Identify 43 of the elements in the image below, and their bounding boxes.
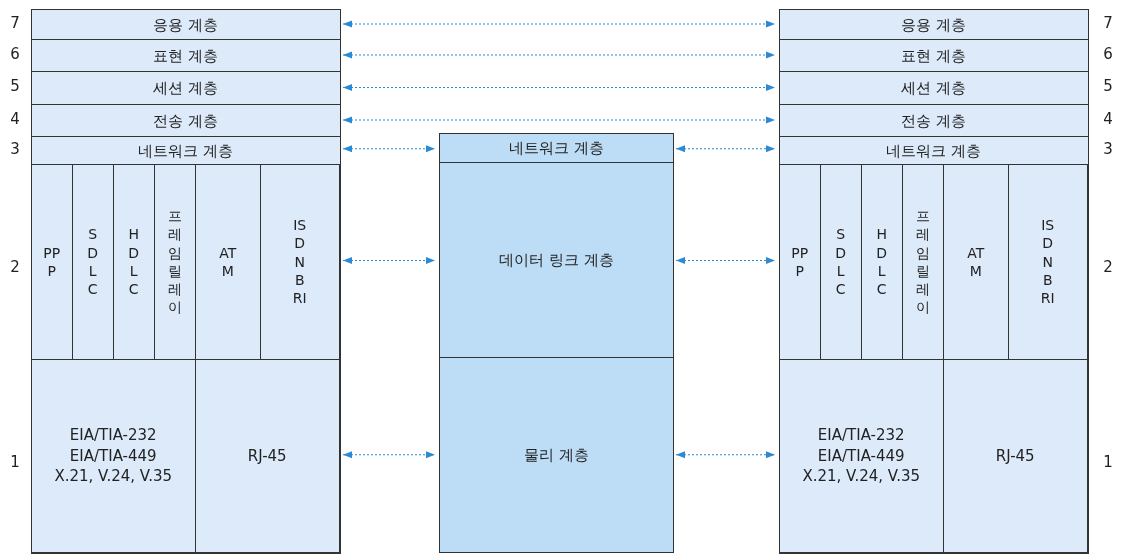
layer-box: 데이터 링크 계층 [439, 162, 674, 359]
layer-cell: 네트워크 계층 [31, 136, 341, 166]
layer-number: 2 [9, 258, 21, 276]
layer-number: 6 [1102, 45, 1114, 63]
layer-cell: 표현 계층 [31, 39, 341, 73]
layer-cell: 세션 계층 [31, 71, 341, 106]
standard-cell: RJ-45 [942, 358, 1088, 553]
layer-number: 4 [9, 110, 21, 128]
arrow [342, 256, 436, 265]
layer-number: 1 [1102, 453, 1114, 471]
arrow [675, 451, 776, 459]
layer-number: 3 [1102, 140, 1114, 158]
layer-cell: 응용 계층 [779, 9, 1089, 41]
layer-number: 7 [9, 14, 21, 32]
arrow [675, 256, 776, 265]
layer-cell: 네트워크 계층 [779, 136, 1089, 166]
layer-number: 6 [9, 45, 21, 63]
arrow [675, 145, 776, 153]
arrow [342, 145, 436, 153]
layer-number: 5 [1102, 77, 1114, 95]
layer-number: 1 [9, 453, 21, 471]
layer-cell: 전송 계층 [31, 104, 341, 138]
layer-band [31, 359, 341, 554]
layer-cell: 세션 계층 [779, 71, 1089, 106]
layer-band [779, 359, 1089, 554]
layer-number: 2 [1102, 258, 1114, 276]
layer-box: 네트워크 계층 [439, 133, 674, 164]
layer-cell: 전송 계층 [779, 104, 1089, 138]
layer-number: 7 [1102, 14, 1114, 32]
layer-number: 3 [9, 140, 21, 158]
layer-band [779, 164, 1089, 361]
layer-cell: 표현 계층 [779, 39, 1089, 73]
arrow [342, 451, 436, 459]
arrow [342, 20, 776, 28]
arrow [342, 116, 776, 124]
layer-number: 5 [9, 77, 21, 95]
arrow [342, 83, 776, 92]
layer-band [31, 164, 341, 361]
layer-cell: 응용 계층 [31, 9, 341, 41]
standard-cell: RJ-45 [194, 358, 340, 553]
layer-number: 4 [1102, 110, 1114, 128]
arrow [342, 51, 776, 59]
layer-box: 물리 계층 [439, 357, 674, 553]
